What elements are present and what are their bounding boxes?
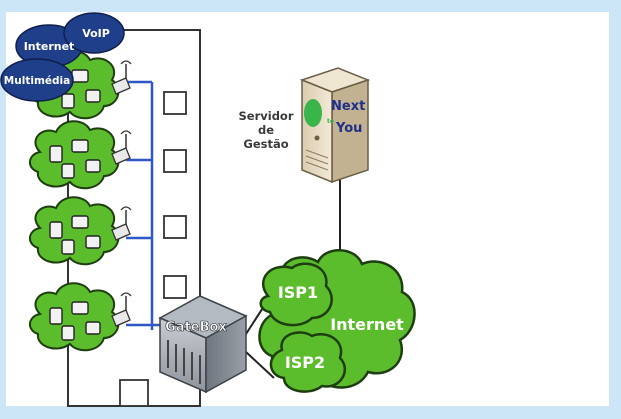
laptop-icon	[85, 159, 101, 173]
isp1-cloud	[259, 262, 333, 327]
server-caption: Servidor de Gestão	[239, 109, 294, 151]
wifi-signal-icon	[120, 130, 132, 135]
phone-icon	[49, 221, 63, 239]
laptop-icon	[71, 69, 89, 83]
gatebox-label: GateBox	[165, 320, 227, 335]
server-label-line3: Gestão	[243, 137, 288, 151]
wifi-signal-icon	[120, 206, 132, 211]
wifi-signal-icon	[120, 292, 132, 297]
bubble-voip	[63, 12, 125, 54]
laptop-icon	[71, 301, 89, 315]
phone-icon	[49, 307, 63, 325]
laptop-icon	[71, 215, 89, 229]
phone-icon	[61, 239, 75, 255]
management-server: Next to You	[299, 67, 371, 184]
floor-lan-4	[29, 282, 132, 352]
building-windows	[163, 91, 187, 299]
access-point-icon	[111, 223, 131, 241]
floor-lan-3	[29, 196, 132, 266]
laptop-icon	[85, 89, 101, 103]
server-label-line2: de	[258, 123, 274, 137]
isp2-cloud	[269, 331, 347, 393]
next-to-you-logo: Next to You	[304, 99, 365, 136]
service-bubbles: Internet VoIP Multimédia	[0, 12, 125, 102]
bubble-multimedia-label: Multimédia	[4, 75, 70, 87]
laptop-icon	[85, 321, 101, 335]
isp2-label: ISP2	[285, 353, 325, 372]
laptop-icon	[85, 235, 101, 249]
phone-icon	[61, 163, 75, 179]
internet-label: Internet	[330, 315, 404, 334]
gatebox-device: GateBox	[158, 295, 248, 394]
logo-next: Next	[331, 99, 365, 114]
building-door	[119, 379, 149, 407]
access-point-icon	[111, 147, 131, 165]
bubble-internet-label: Internet	[24, 40, 75, 53]
logo-to: to	[327, 118, 334, 125]
bubble-multimedia	[0, 58, 74, 102]
logo-you: You	[335, 121, 362, 136]
isp1-label: ISP1	[278, 283, 318, 302]
bubble-voip-label: VoIP	[82, 27, 110, 40]
network-cabling	[126, 80, 165, 330]
internet-cloud: ISP1 ISP2 Internet	[258, 249, 416, 393]
laptop-icon	[71, 139, 89, 153]
phone-icon	[61, 325, 75, 341]
access-point-icon	[111, 77, 131, 95]
wifi-signal-icon	[120, 60, 132, 65]
server-label-line1: Servidor	[239, 109, 294, 123]
phone-icon	[61, 93, 75, 109]
phone-icon	[49, 145, 63, 163]
floor-lan-2	[29, 120, 132, 190]
access-point-icon	[111, 309, 131, 327]
